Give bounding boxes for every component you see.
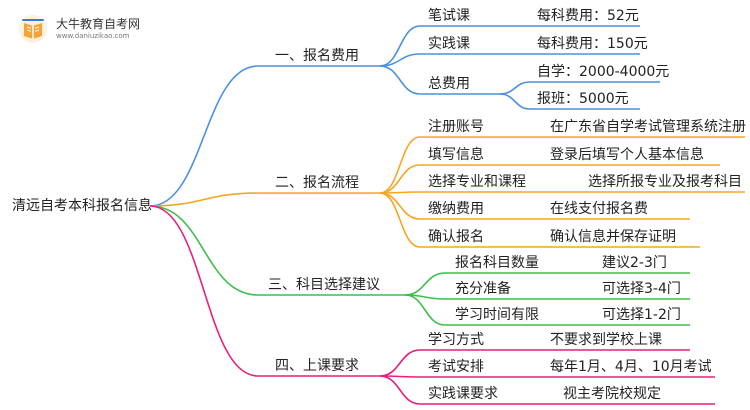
child-connector-3-0 xyxy=(379,349,421,377)
node-practice-requirement: 实践课要求 xyxy=(428,386,498,402)
site-logo: 大牛教育自考网 www.daniuzikao.com xyxy=(18,12,218,46)
root-connector-2 xyxy=(149,205,259,296)
node-limited-time: 学习时间有限 xyxy=(455,307,539,323)
node-register: 注册账号 xyxy=(428,119,484,135)
child-connector-1-3 xyxy=(379,192,421,220)
branch-subject-advice: 三、科目选择建议 xyxy=(268,277,380,293)
value-confirm: 确认信息并保存证明 xyxy=(550,229,676,245)
node-written-course: 笔试课 xyxy=(428,8,470,24)
root-connector-0 xyxy=(149,65,259,207)
root-connector-3 xyxy=(149,205,259,377)
node-study-mode: 学习方式 xyxy=(428,332,484,348)
value-study-mode: 不要求到学校上课 xyxy=(550,332,662,348)
node-well-prepared: 充分准备 xyxy=(455,281,511,297)
child-connector-1-0 xyxy=(379,136,421,194)
branch-process: 二、报名流程 xyxy=(275,175,359,191)
value-practice-fee: 每科费用：150元 xyxy=(537,36,648,52)
value-well-prepared: 可选择3-4门 xyxy=(602,281,681,297)
node-exam-schedule: 考试安排 xyxy=(428,359,484,375)
logo-name: 大牛教育自考网 xyxy=(56,17,141,31)
node-subject-count: 报名科目数量 xyxy=(455,255,539,271)
branch-class-requirements: 四、上课要求 xyxy=(275,358,359,374)
node-select-major: 选择专业和课程 xyxy=(428,174,526,190)
root-node: 清远自考本科报名信息 xyxy=(12,198,152,214)
value-class: 报班：5000元 xyxy=(537,91,629,107)
value-register: 在广东省自学考试管理系统注册 xyxy=(550,119,746,135)
value-self-study: 自学：2000-4000元 xyxy=(537,64,670,80)
sub-connector-0-2-0 xyxy=(499,81,531,95)
child-connector-0-2 xyxy=(379,65,421,95)
node-pay: 缴纳费用 xyxy=(428,201,484,217)
child-connector-1-4 xyxy=(379,192,421,248)
root-connector-1 xyxy=(149,192,259,207)
child-connector-2-2 xyxy=(404,294,446,326)
value-written-fee: 每科费用：52元 xyxy=(537,8,639,24)
value-subject-count: 建议2-3门 xyxy=(602,255,667,271)
logo-url: www.daniuzikao.com xyxy=(56,32,130,40)
value-practice-requirement: 视主考院校规定 xyxy=(563,386,661,402)
value-limited-time: 可选择1-2门 xyxy=(602,307,681,323)
child-connector-3-2 xyxy=(379,375,421,405)
node-total-fee: 总费用 xyxy=(428,76,470,92)
node-fill-info: 填写信息 xyxy=(428,147,484,163)
child-connector-1-1 xyxy=(379,164,421,194)
node-practice-course: 实践课 xyxy=(428,36,470,52)
child-connector-0-1 xyxy=(379,53,421,67)
child-connector-2-0 xyxy=(404,272,446,296)
value-pay: 在线支付报名费 xyxy=(550,201,648,217)
value-fill-info: 登录后填写个人基本信息 xyxy=(550,147,704,163)
child-connector-0-0 xyxy=(379,25,421,67)
value-select-major: 选择所报专业及报考科目 xyxy=(588,174,742,190)
node-confirm: 确认报名 xyxy=(428,229,484,245)
sub-connector-0-2-1 xyxy=(499,93,531,110)
book-logo-icon xyxy=(19,15,47,43)
branch-fees: 一、报名费用 xyxy=(275,48,359,64)
value-exam-schedule: 每年1月、4月、10月考试 xyxy=(550,359,712,375)
